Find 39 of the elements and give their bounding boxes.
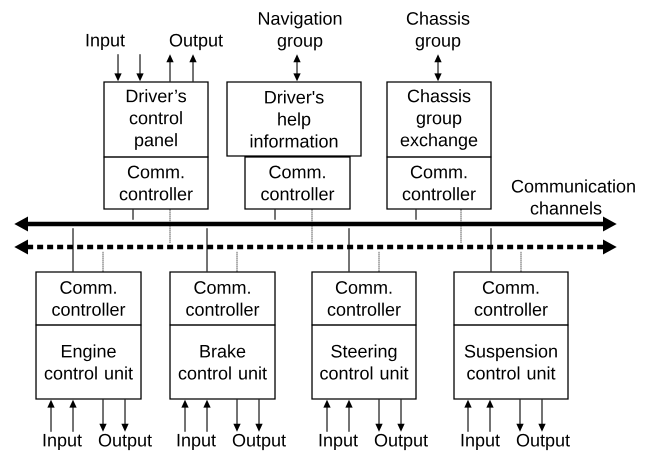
connector-line xyxy=(274,210,276,220)
connector-line xyxy=(206,228,208,272)
comm-controller-box: Comm. controller xyxy=(35,271,142,326)
io-label: Input xyxy=(44,434,82,450)
io-label: Input xyxy=(462,434,500,450)
connector-line xyxy=(415,210,417,220)
io-label: Output xyxy=(516,434,570,450)
io-label: Output xyxy=(374,434,428,450)
io-label: Navigation group xyxy=(258,12,342,50)
connector-line xyxy=(460,209,462,244)
comm-controller-box: Comm. controller xyxy=(103,156,209,210)
connector-line xyxy=(132,210,134,220)
control-unit-box: Engine control unit xyxy=(35,324,142,400)
io-label: Input xyxy=(86,34,125,50)
control-unit-box: Brake control unit xyxy=(169,324,276,400)
connector-line xyxy=(102,250,104,272)
connector-line xyxy=(490,228,492,272)
connector-line xyxy=(378,250,380,272)
control-unit-box: Steering control unit xyxy=(311,324,417,400)
connector-line xyxy=(348,228,350,272)
io-label: Output xyxy=(232,434,286,450)
connector-line xyxy=(236,250,238,272)
connector-line xyxy=(520,250,522,272)
comm-controller-box: Comm. controller xyxy=(453,271,569,326)
control-unit-box: Driver's help information xyxy=(226,81,362,157)
io-label: Input xyxy=(178,434,216,450)
io-label: Output xyxy=(170,34,223,50)
comm-controller-box: Comm. controller xyxy=(386,156,492,210)
comm-controller-box: Comm. controller xyxy=(311,271,417,326)
channel-label: Communication channels xyxy=(512,179,635,215)
control-unit-box: Suspension control unit xyxy=(453,324,569,400)
connector-line xyxy=(72,228,74,272)
control-unit-box: Driver’s control panel xyxy=(103,81,209,158)
control-unit-box: Chassis group exchange xyxy=(386,81,492,158)
io-label: Input xyxy=(320,434,358,450)
io-label: Output xyxy=(98,434,152,450)
comm-controller-box: Comm. controller xyxy=(169,271,276,326)
io-label: Chassis group xyxy=(406,12,470,50)
comm-controller-box: Comm. controller xyxy=(244,156,351,210)
